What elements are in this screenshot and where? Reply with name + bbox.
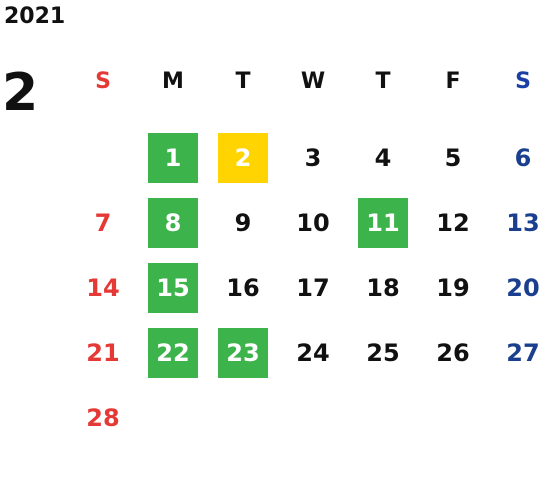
day-cell: 1: [138, 125, 208, 190]
weekday-label: W: [300, 68, 326, 94]
day-number: 12: [436, 208, 470, 237]
day-cell: 21: [68, 320, 138, 385]
day-cell: 27: [488, 320, 548, 385]
weekday-header-wed: W: [278, 60, 348, 125]
day-number: 8: [148, 197, 198, 248]
day-cell: 24: [278, 320, 348, 385]
day-number: 5: [444, 143, 462, 172]
day-number: 28: [86, 403, 120, 432]
day-cell: 4: [348, 125, 418, 190]
day-number: 20: [506, 273, 540, 302]
day-cell: [68, 125, 138, 190]
day-cell: 23: [208, 320, 278, 385]
weekday-header-fri: F: [418, 60, 488, 125]
weekday-label: M: [162, 68, 184, 94]
day-cell: 7: [68, 190, 138, 255]
weekday-label: T: [375, 68, 391, 94]
day-number: 4: [374, 143, 392, 172]
day-cell: 16: [208, 255, 278, 320]
day-cell: 10: [278, 190, 348, 255]
day-cell: 26: [418, 320, 488, 385]
weekday-header-sun: S: [68, 60, 138, 125]
day-cell: 2: [208, 125, 278, 190]
day-number: [78, 133, 128, 183]
day-number: 24: [296, 338, 330, 367]
day-cell: 22: [138, 320, 208, 385]
weekday-header-sat: S: [488, 60, 548, 125]
day-number: 13: [506, 208, 540, 237]
day-cell: 5: [418, 125, 488, 190]
day-number: 27: [506, 338, 540, 367]
day-cell: 13: [488, 190, 548, 255]
day-cell: 28: [68, 385, 138, 450]
day-number: 15: [148, 262, 198, 313]
day-cell: 19: [418, 255, 488, 320]
day-number: 2: [218, 132, 268, 183]
day-cell: 3: [278, 125, 348, 190]
day-cell: 9: [208, 190, 278, 255]
day-number: 23: [218, 327, 268, 378]
weekday-label: F: [445, 68, 461, 94]
weekday-header-mon: M: [138, 60, 208, 125]
day-number: 10: [296, 208, 330, 237]
day-number: 26: [436, 338, 470, 367]
day-cell: 11: [348, 190, 418, 255]
weekday-header-tue: T: [208, 60, 278, 125]
day-cell: 25: [348, 320, 418, 385]
day-number: 7: [94, 208, 112, 237]
day-number: 11: [358, 197, 408, 248]
day-cell: 6: [488, 125, 548, 190]
day-cell: 17: [278, 255, 348, 320]
day-cell: 14: [68, 255, 138, 320]
day-number: 18: [366, 273, 400, 302]
day-number: 19: [436, 273, 470, 302]
day-cell: 18: [348, 255, 418, 320]
day-number: 14: [86, 273, 120, 302]
day-number: 6: [514, 143, 532, 172]
day-cell: 20: [488, 255, 548, 320]
month-label: 2: [2, 63, 39, 123]
day-number: 1: [148, 132, 198, 183]
year-label: 2021: [4, 4, 66, 29]
day-cell: 12: [418, 190, 488, 255]
day-number: 9: [234, 208, 252, 237]
weekday-label: T: [235, 68, 251, 94]
weekday-label: S: [95, 68, 111, 94]
day-number: 16: [226, 273, 260, 302]
day-cell: 15: [138, 255, 208, 320]
calendar-grid: S M T W T F S 1 2 3 4 5 6 7 8 9 10 11 12…: [68, 60, 548, 450]
day-number: 17: [296, 273, 330, 302]
weekday-header-thu: T: [348, 60, 418, 125]
day-number: 25: [366, 338, 400, 367]
weekday-label: S: [515, 68, 531, 94]
day-number: 3: [304, 143, 322, 172]
day-number: 21: [86, 338, 120, 367]
day-number: 22: [148, 327, 198, 378]
day-cell: 8: [138, 190, 208, 255]
